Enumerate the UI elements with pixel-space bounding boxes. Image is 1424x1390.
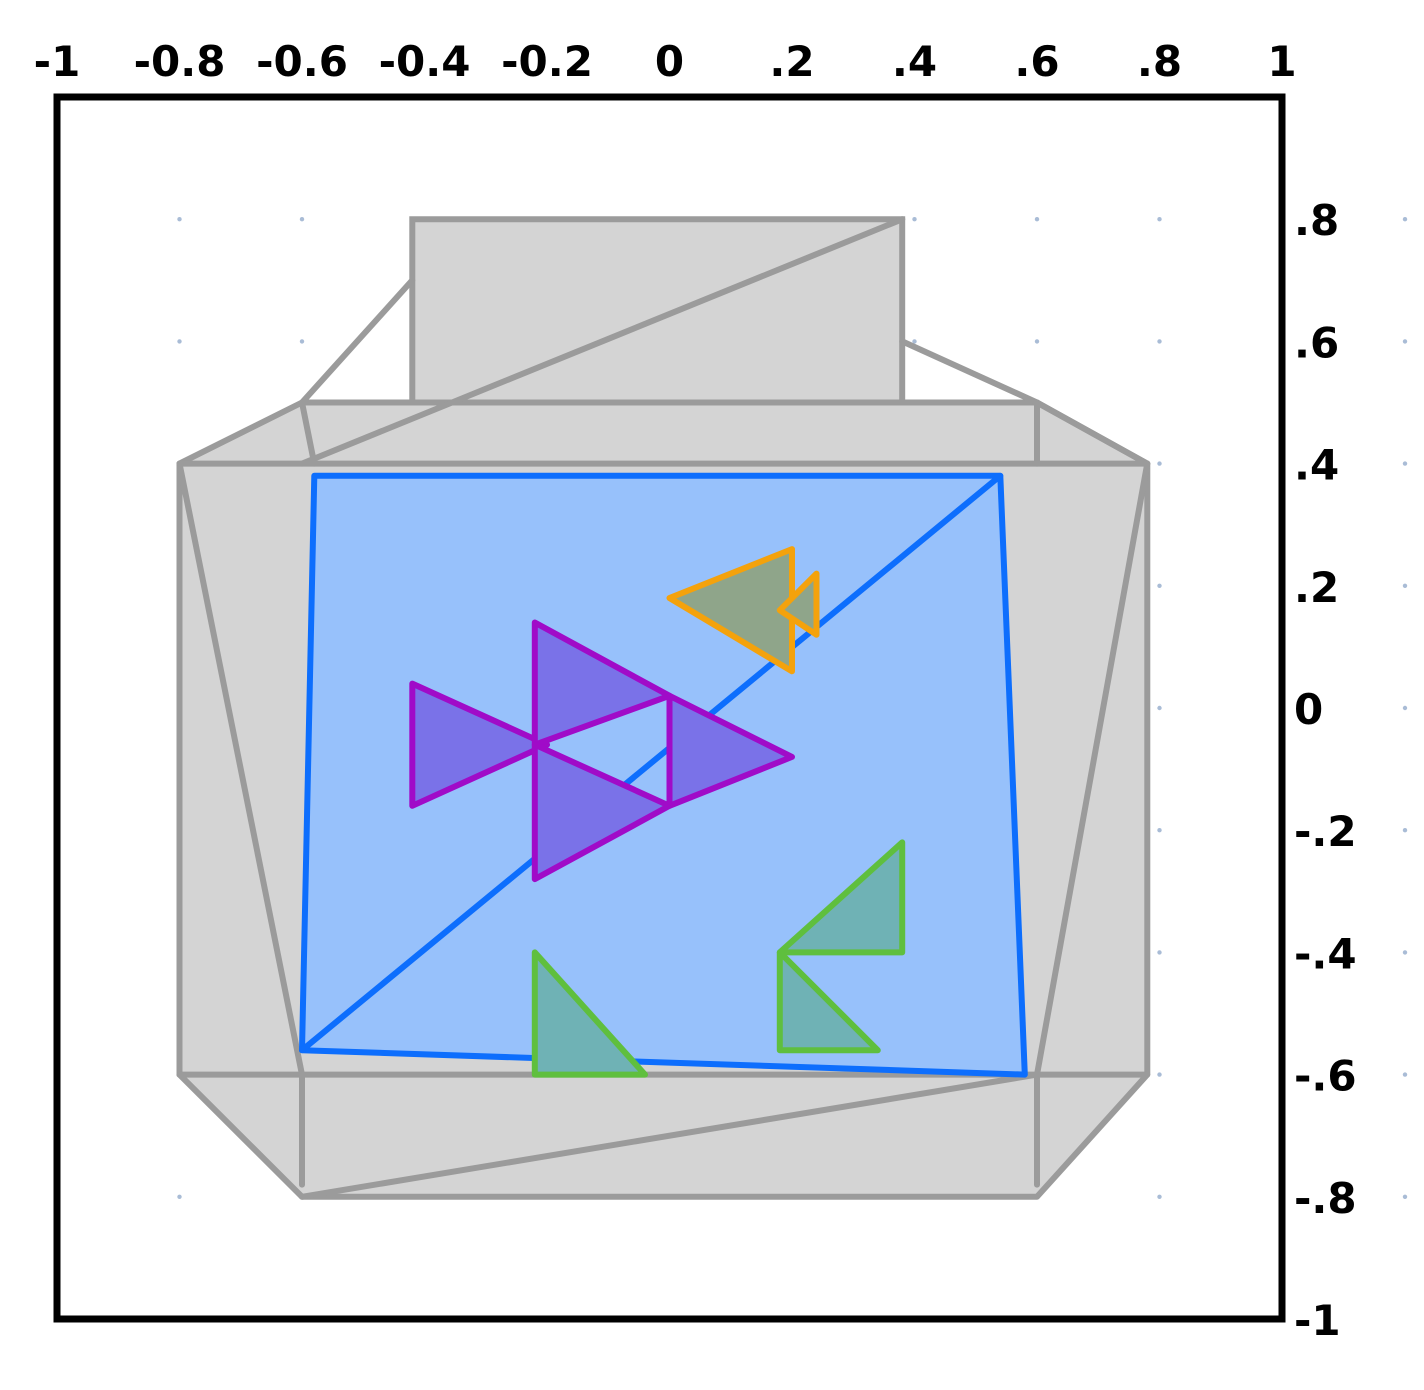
green-plant-triangle [776, 949, 881, 1054]
grid-dot [1157, 1072, 1162, 1077]
plants-group [531, 839, 906, 1078]
x-tick-label: 1 [1267, 37, 1296, 86]
grid-dot [1157, 950, 1162, 955]
grid-dot [1402, 950, 1408, 955]
x-tick-label: -1 [34, 37, 81, 86]
y-tick-label: .8 [1294, 196, 1339, 245]
grid-dot [912, 217, 917, 222]
fish-group [409, 546, 820, 883]
grid-dot [1402, 583, 1408, 588]
grid-dot [1157, 217, 1162, 222]
grid-dot [177, 217, 182, 222]
grid-dot [1157, 461, 1162, 466]
y-tick-label: .6 [1294, 318, 1339, 367]
plot-frame [53, 93, 1286, 1323]
jar-edge-line [1034, 460, 1151, 1078]
grid-dot [1402, 828, 1408, 833]
jar-edge-line [299, 399, 318, 467]
orange-fish-triangle [776, 570, 820, 638]
grid-dot [299, 217, 305, 222]
water-diagonal [299, 472, 1004, 1054]
x-tick-label: 0 [655, 37, 684, 86]
y-axis-ticks: .8 .6 .4 .2 0 -.2 -.4 -.6 -.8 -1 [1294, 196, 1357, 1345]
y-tick-label: .4 [1294, 441, 1339, 490]
jar-edge-line [299, 1071, 1040, 1200]
grid-dot [1157, 828, 1162, 833]
y-tick-label: -.4 [1294, 929, 1357, 978]
grid-dot [1034, 339, 1040, 344]
x-tick-label: -0.8 [134, 37, 226, 86]
grid-dot [1402, 1194, 1408, 1200]
y-tick-label: -1 [1294, 1296, 1341, 1345]
purple-fish-triangle [666, 692, 795, 809]
x-tick-label: -0.4 [379, 37, 471, 86]
grid-dot [1157, 705, 1162, 711]
x-tick-label: .4 [892, 37, 937, 86]
grid-dot [1402, 461, 1408, 466]
grid-dot [1034, 217, 1040, 222]
x-tick-label: .2 [769, 37, 814, 86]
y-tick-label: .2 [1294, 563, 1339, 612]
jar-edge-line [299, 216, 906, 467]
grid-dot [177, 339, 182, 344]
grid-dot [177, 1194, 182, 1200]
grid-dot [1402, 217, 1408, 222]
jar-edge-line [176, 460, 305, 1078]
jar-edge-line [899, 338, 1040, 406]
grid-dot [1157, 339, 1162, 344]
y-tick-label: -.2 [1294, 807, 1357, 856]
y-tick-label: 0 [1294, 685, 1323, 734]
grid-dot [1157, 1194, 1162, 1200]
jar-edge-line [1034, 399, 1151, 467]
purple-fish-triangle [531, 741, 673, 883]
purple-fish-triangle [531, 619, 673, 748]
grid-dot [912, 339, 917, 344]
x-tick-label: .8 [1137, 37, 1182, 86]
y-tick-label: -.6 [1294, 1052, 1357, 1101]
y-tick-label: -.8 [1294, 1174, 1357, 1223]
purple-fish-triangle [409, 680, 550, 809]
x-axis-ticks: -1 -0.8 -0.6 -0.4 -0.2 0 .2 .4 .6 .8 1 [34, 37, 1297, 86]
green-plant-triangle [531, 949, 648, 1078]
grid-dot [1402, 1072, 1408, 1077]
grid-dot [1157, 583, 1162, 588]
jar-edge-line [299, 277, 416, 406]
green-plant-triangle [776, 839, 906, 956]
grid-dot [1402, 705, 1408, 711]
x-tick-label: -0.6 [256, 37, 348, 86]
grid-dot [299, 339, 305, 344]
x-tick-label: -0.2 [501, 37, 593, 86]
x-tick-label: .6 [1014, 37, 1059, 86]
grid-dot [1402, 339, 1408, 344]
